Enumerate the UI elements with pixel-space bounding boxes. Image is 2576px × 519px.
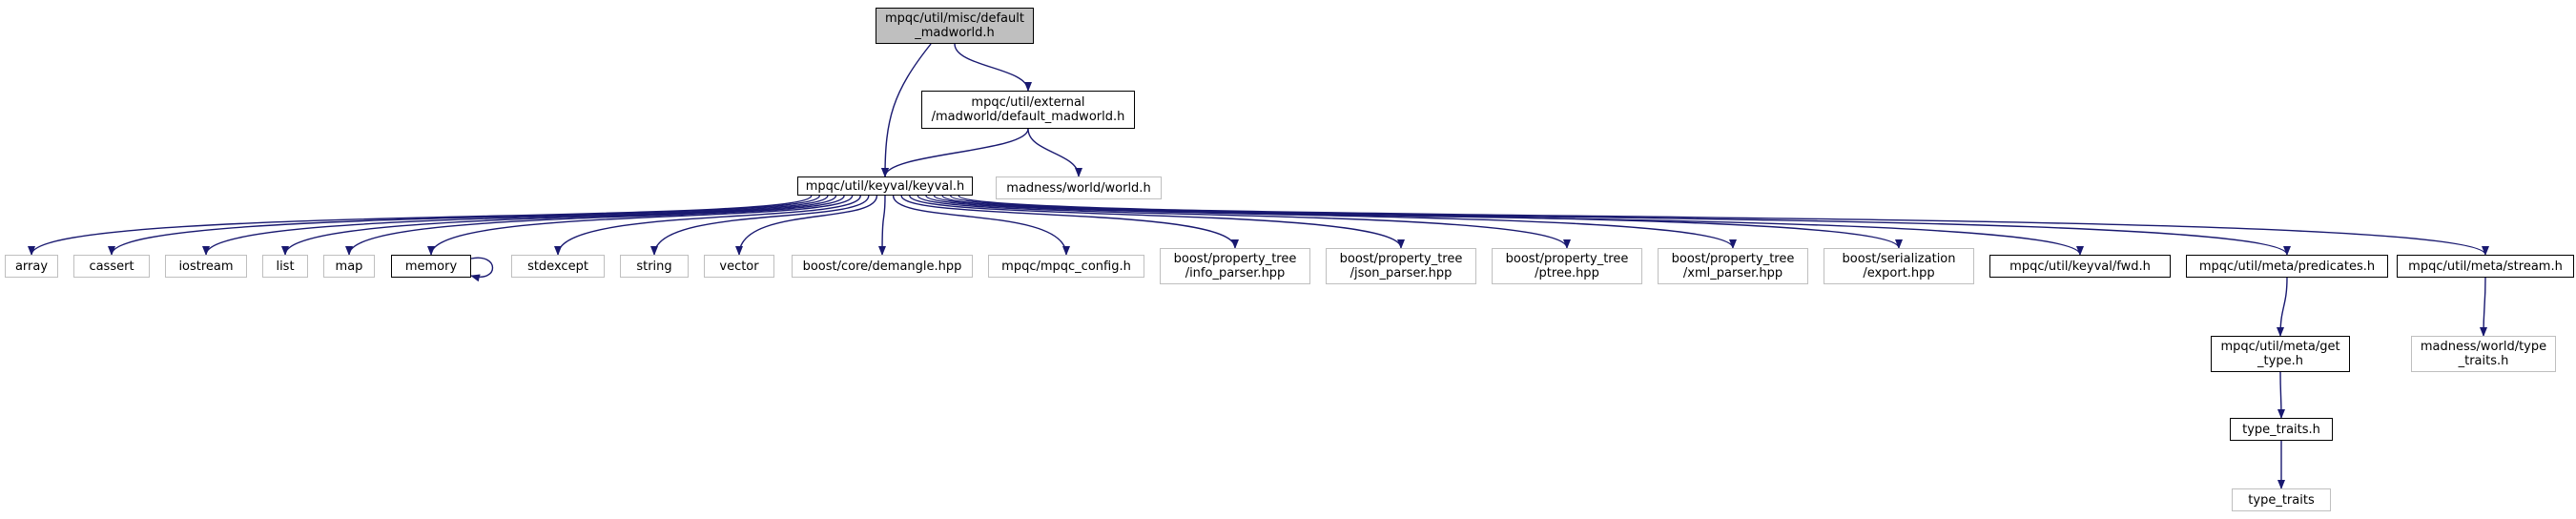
node-label: stdexcept — [527, 259, 588, 274]
edge-keyval-to-ptree — [917, 195, 1571, 249]
node-label: mpqc/util/misc/default _madworld.h — [885, 11, 1024, 40]
node-iostream: iostream — [165, 255, 247, 278]
edge-predicates-to-get-type — [2277, 277, 2288, 337]
node-label: type_traits — [2248, 492, 2315, 508]
node-list: list — [262, 255, 308, 278]
node-label: mpqc/mpqc_config.h — [1001, 259, 1131, 274]
edge-keyval-to-serialization-export — [933, 195, 1903, 249]
node-mpqc-config: mpqc/mpqc_config.h — [988, 255, 1144, 278]
node-label: mpqc/util/keyval/fwd.h — [2009, 259, 2151, 274]
edge-keyval-to-stdexcept — [554, 195, 861, 256]
node-stream[interactable]: mpqc/util/meta/stream.h — [2397, 255, 2574, 278]
node-xml-parser: boost/property_tree /xml_parser.hpp — [1658, 248, 1808, 284]
node-label: mpqc/util/meta/predicates.h — [2198, 259, 2376, 274]
node-label: map — [335, 259, 363, 274]
node-demangle: boost/core/demangle.hpp — [792, 255, 973, 278]
node-label: string — [636, 259, 672, 274]
node-label: boost/core/demangle.hpp — [802, 259, 962, 274]
node-label: mpqc/util/meta/get _type.h — [2220, 340, 2340, 368]
node-label: mpqc/util/meta/stream.h — [2408, 259, 2563, 274]
node-label: memory — [404, 259, 458, 274]
edge-keyval-to-vector — [735, 195, 878, 256]
node-info-parser: boost/property_tree /info_parser.hpp — [1160, 248, 1310, 284]
edge-keyval-to-demangle — [878, 195, 887, 256]
edge-keyval-to-xml-parser — [925, 195, 1737, 249]
node-label: boost/property_tree /info_parser.hpp — [1173, 252, 1297, 280]
edge-get-type-to-type-traits-h — [2277, 371, 2285, 419]
node-label: boost/property_tree /json_parser.hpp — [1339, 252, 1463, 280]
node-cassert: cassert — [73, 255, 150, 278]
edge-external-default-madworld-to-keyval — [881, 128, 1029, 177]
node-label: madness/world/type _traits.h — [2420, 340, 2547, 368]
node-label: boost/serialization /export.hpp — [1842, 252, 1956, 280]
edge-keyval-to-info-parser — [900, 195, 1239, 249]
node-stdexcept: stdexcept — [511, 255, 605, 278]
node-label: vector — [719, 259, 759, 274]
node-label: array — [14, 259, 49, 274]
node-ptree: boost/property_tree /ptree.hpp — [1492, 248, 1642, 284]
edge-keyval-to-list — [281, 195, 837, 256]
node-label: iostream — [178, 259, 234, 274]
node-get-type[interactable]: mpqc/util/meta/get _type.h — [2211, 336, 2350, 372]
node-json-parser: boost/property_tree /json_parser.hpp — [1326, 248, 1476, 284]
node-predicates[interactable]: mpqc/util/meta/predicates.h — [2186, 255, 2388, 278]
node-string: string — [620, 255, 689, 278]
node-array: array — [5, 255, 58, 278]
node-default-madworld[interactable]: mpqc/util/misc/default _madworld.h — [876, 8, 1034, 44]
edge-keyval-to-iostream — [202, 195, 829, 256]
edge-keyval-to-mpqc-config — [892, 195, 1070, 256]
node-label: mpqc/util/keyval/keyval.h — [805, 178, 965, 194]
node-madness-type-traits: madness/world/type _traits.h — [2411, 336, 2556, 372]
node-label: list — [276, 259, 295, 274]
node-map: map — [323, 255, 375, 278]
node-madness-world: madness/world/world.h — [996, 176, 1162, 199]
node-keyval-fwd[interactable]: mpqc/util/keyval/fwd.h — [1989, 255, 2171, 278]
node-type-traits: type_traits — [2232, 488, 2331, 511]
edge-default-madworld-to-external-default-madworld — [954, 43, 1032, 92]
node-label: boost/property_tree /xml_parser.hpp — [1671, 252, 1795, 280]
node-external-default-madworld[interactable]: mpqc/util/external /madworld/default_mad… — [921, 91, 1135, 129]
edge-keyval-to-json-parser — [909, 195, 1405, 249]
node-vector: vector — [704, 255, 774, 278]
edge-keyval-to-keyval-fwd — [941, 195, 2084, 256]
node-label: cassert — [89, 259, 134, 274]
node-label: mpqc/util/external /madworld/default_mad… — [931, 95, 1125, 124]
edge-keyval-to-cassert — [108, 195, 821, 256]
edge-keyval-to-map — [345, 195, 845, 256]
edge-keyval-to-predicates — [949, 195, 2291, 256]
node-memory[interactable]: memory — [391, 255, 471, 278]
edge-keyval-to-memory — [427, 195, 854, 256]
edge-memory-to-memory — [470, 257, 494, 282]
node-type-traits-h[interactable]: type_traits.h — [2230, 418, 2333, 441]
edge-keyval-to-stream — [958, 195, 2489, 256]
node-label: type_traits.h — [2242, 422, 2320, 437]
edge-stream-to-madness-type-traits — [2480, 277, 2488, 337]
edge-external-default-madworld-to-madness-world — [1027, 128, 1082, 177]
node-keyval[interactable]: mpqc/util/keyval/keyval.h — [797, 176, 973, 196]
edge-keyval-to-string — [650, 195, 870, 256]
node-label: madness/world/world.h — [1006, 180, 1151, 196]
node-serialization-export: boost/serialization /export.hpp — [1824, 248, 1974, 284]
node-label: boost/property_tree /ptree.hpp — [1505, 252, 1629, 280]
edge-keyval-to-array — [28, 195, 813, 256]
